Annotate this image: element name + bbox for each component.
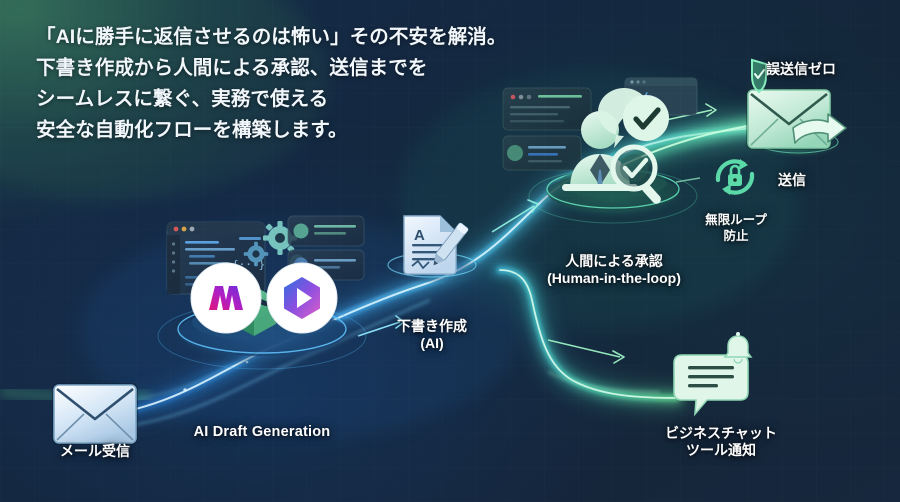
label-loop-prevention-line-1: 無限ループ: [705, 213, 767, 227]
shield-icon: [751, 58, 767, 94]
label-human-approval[interactable]: 人間による承認 (Human-in-the-loop): [521, 253, 707, 287]
label-draft-creation-line-1: 下書き作成: [397, 318, 467, 334]
label-draft-creation[interactable]: 下書き作成 (AI): [382, 318, 482, 352]
document-pencil-icon: A: [403, 215, 469, 275]
copilot-logo-icon: [266, 262, 338, 339]
loop-lock-icon: [715, 159, 755, 195]
headline-line-2: 下書き作成から人間による承認、送信までを: [36, 57, 428, 79]
label-send-mail[interactable]: 送信: [752, 172, 832, 189]
label-loop-prevention-line-2: 防止: [723, 229, 749, 243]
headline-line-4: 安全な自動化フローを構築します。: [36, 119, 348, 141]
label-loop-prevention[interactable]: 無限ループ 防止: [688, 212, 784, 244]
check-bubble-icon: [598, 88, 669, 148]
make-logo-icon: [190, 262, 262, 339]
envelope-icon: [52, 383, 138, 445]
person-approval-icon: [562, 88, 669, 204]
label-mail-receive-line-1: メール受信: [60, 443, 130, 459]
svg-text:A: A: [414, 227, 425, 244]
label-human-approval-line-2: (Human-in-the-loop): [547, 270, 681, 286]
label-mail-receive[interactable]: メール受信: [30, 443, 160, 460]
label-human-approval-line-1: 人間による承認: [565, 253, 663, 269]
label-send-mail-line-1: 送信: [778, 172, 806, 188]
chat-bell-icon: [673, 332, 753, 417]
label-business-chat-notify-line-1: ビジネスチャット: [665, 425, 777, 441]
headline-block: 「AIに勝手に返信させるのは怖い」その不安を解消。 下書き作成から人間による承認…: [36, 22, 556, 146]
label-draft-creation-line-2: (AI): [420, 335, 444, 351]
magnifier-check-icon: [610, 144, 661, 204]
label-business-chat-notify[interactable]: ビジネスチャット ツール通知: [636, 425, 806, 459]
headline-line-3: シームレスに繋ぐ、実務で使える: [36, 88, 329, 110]
chat-window-panel: [502, 87, 592, 171]
label-ai-draft-generation[interactable]: AI Draft Generation: [172, 424, 352, 441]
label-zero-misdelivery[interactable]: 誤送信ゼロ: [766, 61, 876, 78]
headline-line-1: 「AIに勝手に返信させるのは怖い」その不安を解消。: [36, 26, 507, 48]
label-zero-misdelivery-line-1: 誤送信ゼロ: [766, 61, 836, 77]
label-business-chat-notify-line-2: ツール通知: [686, 442, 756, 458]
label-ai-draft-generation-line-1: AI Draft Generation: [193, 424, 331, 440]
envelope-send-icon: [746, 88, 847, 150]
